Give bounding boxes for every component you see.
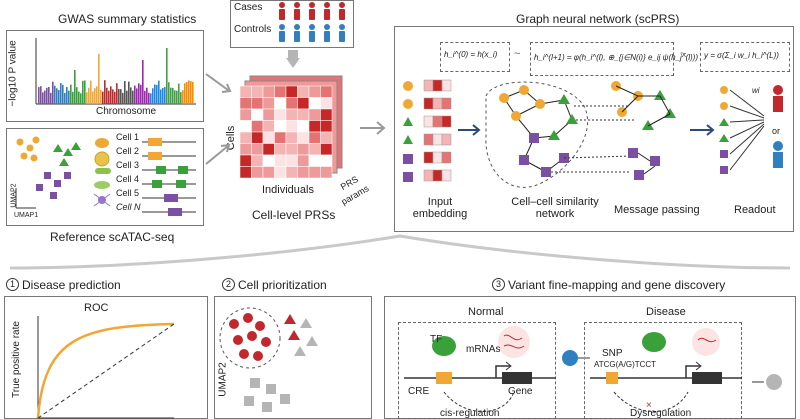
roc-diagonal (37, 323, 175, 419)
roc-title: ROC (84, 302, 109, 314)
panel2-umap2-label: UMAP2 (217, 362, 229, 397)
eq-squiggle-1: ~ (514, 48, 521, 60)
input-arrows (205, 73, 232, 165)
step-similarity-network: Cell–cell similarity network (511, 196, 599, 220)
manhattan-plot (35, 38, 196, 105)
atac-cell-n-label: Cell N (116, 202, 141, 212)
snp-sequence: ATCG(A/G)TCCT (594, 360, 657, 369)
equation-1: h_i^(0) = h(x_i) (444, 50, 498, 59)
embedding-vectors (423, 79, 452, 182)
panel3-number: 3 (492, 278, 505, 291)
cohort-panel (230, 0, 354, 48)
atac-title: Reference scATAC-seq (50, 230, 175, 244)
peak-tracks (142, 138, 196, 216)
prioritized-cells (229, 313, 271, 361)
snp-label: SNP (602, 348, 623, 359)
embed-arrow (458, 124, 481, 136)
readout-arrow (690, 124, 715, 136)
controls-label: Controls (234, 24, 272, 35)
case-person-icons (279, 2, 345, 20)
prs-caption: Cell-level PRSs (252, 208, 336, 222)
roc-curve (36, 322, 175, 419)
gwas-xlabel: Chromosome (96, 106, 157, 117)
gnn-panel (394, 26, 794, 232)
manhattan-bars (38, 48, 194, 104)
panel3-title: Variant fine-mapping and gene discovery (508, 278, 726, 292)
input-nodes (403, 81, 413, 182)
cell-prioritization-plot (219, 307, 318, 412)
other-cells (244, 314, 318, 412)
equation-box-1 (440, 42, 510, 72)
disease-label: Disease (646, 306, 686, 318)
message-links (551, 105, 634, 173)
equation-3: y = σ(Σ_i w_i h_i^(L)) (704, 51, 779, 60)
gwas-ylabel: −log10 P value (7, 40, 19, 107)
atac-umap2-label: UMAP2 (10, 183, 18, 208)
message-passing-network (611, 81, 676, 180)
eq-squiggle-2: ~ (680, 48, 687, 60)
atac-umap1-label: UMAP1 (14, 212, 39, 219)
atac-cell-2-label: Cell 2 (116, 146, 140, 156)
gnn-title: Graph neural network (scPRS) (516, 12, 680, 26)
atac-cell-5-label: Cell 5 (116, 188, 140, 198)
roc-ylabel: True positive rate (10, 321, 22, 398)
gwas-title: GWAS summary statistics (58, 12, 197, 26)
panel2-number: 2 (222, 278, 235, 291)
cohort-people (279, 2, 345, 42)
normal-label: Normal (468, 306, 504, 318)
tf-label: TF (430, 334, 443, 345)
transition-cells (562, 350, 782, 390)
atac-panel (6, 128, 204, 226)
cohort-arrow (286, 50, 300, 68)
step-readout: Readout (734, 204, 776, 216)
step-message-passing: Message passing (614, 204, 700, 216)
disease-regulation: × (590, 328, 742, 412)
section-bracket (9, 234, 791, 270)
equation-2: h_i^(l+1) = φ(h_i^(l), ⊕_{j∈N(i)} e_ij ψ… (534, 53, 699, 62)
roc-curve-plot (36, 316, 175, 419)
umap-scatter (15, 136, 81, 209)
panel2-title: Cell prioritization (238, 278, 327, 292)
panel1-number: 1 (6, 278, 19, 291)
gene-label: Gene (508, 386, 533, 397)
similarity-network (485, 81, 589, 188)
cases-label: Cases (234, 2, 263, 13)
cis-regulation-label: cis-regulation (440, 408, 500, 419)
cell-type-icons (93, 138, 111, 207)
step-input-embedding: Input embedding (412, 196, 468, 220)
atac-cell-3-label: Cell 3 (116, 160, 140, 170)
variant-diagram: × (404, 326, 782, 412)
dysregulation-label: Dysregulation (630, 408, 692, 419)
mrnas-label: mRNAs (466, 344, 501, 355)
atac-cell-1-label: Cell 1 (116, 132, 140, 142)
prs-heatmap (239, 75, 343, 179)
gnn-diagram (403, 79, 783, 188)
equation-box-3 (700, 42, 790, 72)
atac-diagram (15, 136, 196, 216)
atac-cell-4-label: Cell 4 (116, 174, 140, 184)
readout-nodes (719, 86, 765, 174)
panel1-title: Disease prediction (22, 278, 121, 292)
prs-individuals-label: Individuals (262, 184, 314, 196)
normal-regulation (404, 326, 556, 412)
heatmap-cells (239, 85, 333, 179)
readout-weight-label: wi (752, 86, 760, 95)
heatmap-to-gnn-arrow (360, 121, 386, 135)
readout-or-label: or (772, 126, 781, 136)
control-person-icons (279, 24, 345, 42)
gwas-manhattan-panel (6, 30, 204, 122)
equation-box-2 (530, 42, 674, 76)
outcome-people (773, 85, 783, 168)
svg-text:×: × (646, 400, 652, 411)
cre-label: CRE (408, 386, 430, 397)
